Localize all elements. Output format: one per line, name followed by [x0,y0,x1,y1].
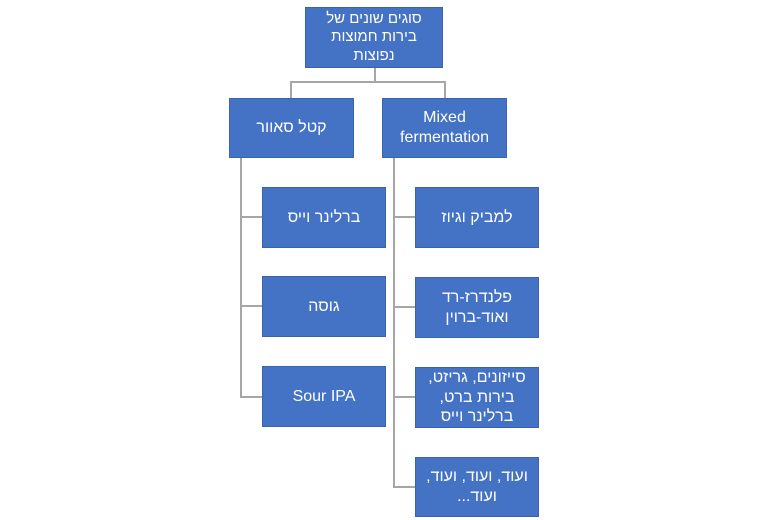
branch-node-mixed-fermentation: Mixed fermentation [382,98,507,158]
root-node: סוגים שונים של בירות חמוצות נפוצות [305,7,443,68]
left-branch-tick-1 [240,216,262,218]
left-child-node-2-label: גוסה [308,297,340,315]
branch-node-mixed-fermentation-label: Mixed fermentation [400,109,489,146]
left-branch-tick-3 [240,396,262,398]
branch-connector-right-drop [444,81,446,98]
right-child-node-1-label: למביק וגיוז [441,208,513,226]
right-child-node-3: סייזונים, גריזט, בירות ברט, ברלינר וייס [415,367,539,428]
left-child-node-2: גוסה [262,276,386,337]
right-branch-spine [393,158,395,488]
branch-node-kettle-sour: קטל סאוור [229,98,354,158]
left-child-node-1-label: ברלינר וייס [287,208,361,226]
left-child-node-3-label: Sour IPA [292,387,356,405]
left-branch-tick-2 [240,305,262,307]
left-child-node-3: Sour IPA [262,366,386,427]
right-child-node-2-label: פלנדרז-רד ואוד-ברוין [441,288,513,326]
right-child-node-2: פלנדרז-רד ואוד-ברוין [415,277,539,338]
root-node-label: סוגים שונים של בירות חמוצות נפוצות [326,10,422,64]
right-child-node-4-label: ועוד, ועוד, ועוד, ועוד... [426,468,528,505]
right-branch-tick-2 [393,306,415,308]
left-child-node-1: ברלינר וייס [262,187,386,248]
root-connector-vertical [374,68,376,82]
right-branch-tick-1 [393,216,415,218]
branch-connector-horizontal [291,81,446,83]
right-branch-tick-3 [393,396,415,398]
right-child-node-1: למביק וגיוז [415,187,539,248]
branch-node-kettle-sour-label: קטל סאוור [256,119,327,137]
branch-connector-left-drop [290,81,292,98]
right-child-node-4: ועוד, ועוד, ועוד, ועוד... [415,457,539,517]
left-branch-spine [240,158,242,398]
right-branch-tick-4 [393,486,415,488]
right-child-node-3-label: סייזונים, גריזט, בירות ברט, ברלינר וייס [428,369,526,426]
